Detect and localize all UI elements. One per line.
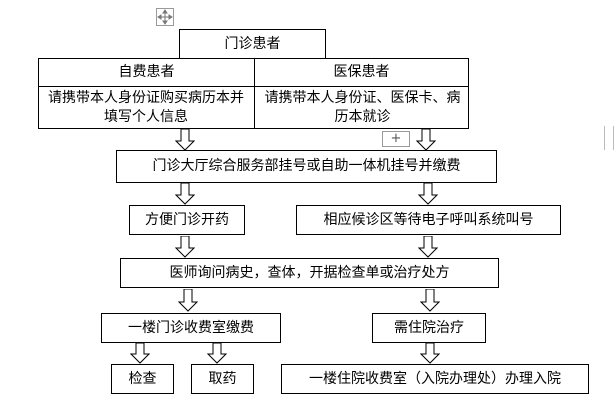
title-cell: 门诊患者 — [179, 29, 326, 59]
arrow-icon — [130, 343, 150, 364]
patient-table — [38, 58, 469, 129]
table-row-divider — [38, 86, 469, 87]
move-arrows-icon — [157, 9, 173, 25]
admission-label: 一楼住院收费室（入院办理处）办理入院 — [309, 370, 561, 387]
hospitalization-box: 需住院治疗 — [372, 313, 486, 343]
exam-box: 检查 — [111, 364, 174, 394]
arrow-icon — [420, 343, 440, 364]
insured-header-label: 医保患者 — [333, 64, 390, 80]
doctor-consultation-box: 医师询问病史，查体，开据检查单或治疗处方 — [120, 258, 499, 288]
title-label: 门诊患者 — [224, 35, 281, 52]
add-row-button[interactable]: + — [382, 131, 410, 147]
registration-label: 门诊大厅综合服务部挂号或自助一体机挂号并缴费 — [152, 158, 461, 174]
waiting-area-box: 相应候诊区等待电子呼叫系统叫号 — [296, 205, 561, 235]
insured-header: 医保患者 — [255, 59, 468, 86]
self-pay-instructions-text: 请携带本人身份证购买病历本并填写个人信息 — [48, 89, 244, 125]
insured-instructions-text: 请携带本人身份证、医保卡、病历本就诊 — [264, 89, 461, 125]
arrow-icon — [178, 289, 198, 312]
doctor-consultation-label: 医师询问病史，查体，开据检查单或治疗处方 — [169, 264, 450, 281]
self-pay-instructions: 请携带本人身份证购买病历本并填写个人信息 — [46, 87, 246, 128]
waiting-area-label: 相应候诊区等待电子呼叫系统叫号 — [323, 211, 534, 228]
text-cursor-marker — [604, 126, 614, 150]
payment-label: 一楼门诊收费室缴费 — [128, 319, 254, 336]
medicine-box: 取药 — [191, 364, 254, 394]
hospitalization-label: 需住院治疗 — [394, 319, 464, 336]
arrow-icon — [416, 129, 436, 151]
clinic-medicine-label: 方便门诊开药 — [145, 211, 229, 228]
self-pay-header-label: 自费患者 — [118, 64, 175, 80]
arrow-icon — [175, 236, 195, 258]
insured-instructions: 请携带本人身份证、医保卡、病历本就诊 — [260, 87, 465, 128]
table-move-handle[interactable] — [156, 8, 174, 26]
arrow-icon — [175, 183, 195, 205]
payment-box: 一楼门诊收费室缴费 — [101, 313, 281, 343]
arrow-icon — [175, 129, 195, 151]
arrow-icon — [420, 289, 440, 312]
arrow-icon — [207, 343, 227, 364]
exam-label: 检查 — [128, 370, 157, 387]
self-pay-header: 自费患者 — [39, 59, 254, 86]
arrow-icon — [418, 183, 438, 205]
admission-box: 一楼住院收费室（入院办理处）办理入院 — [281, 364, 589, 394]
clinic-medicine-box: 方便门诊开药 — [129, 205, 245, 235]
table-col-divider — [254, 58, 255, 129]
registration-box: 门诊大厅综合服务部挂号或自助一体机挂号并缴费 — [116, 150, 497, 183]
medicine-label: 取药 — [208, 370, 237, 387]
arrow-icon — [418, 236, 438, 258]
